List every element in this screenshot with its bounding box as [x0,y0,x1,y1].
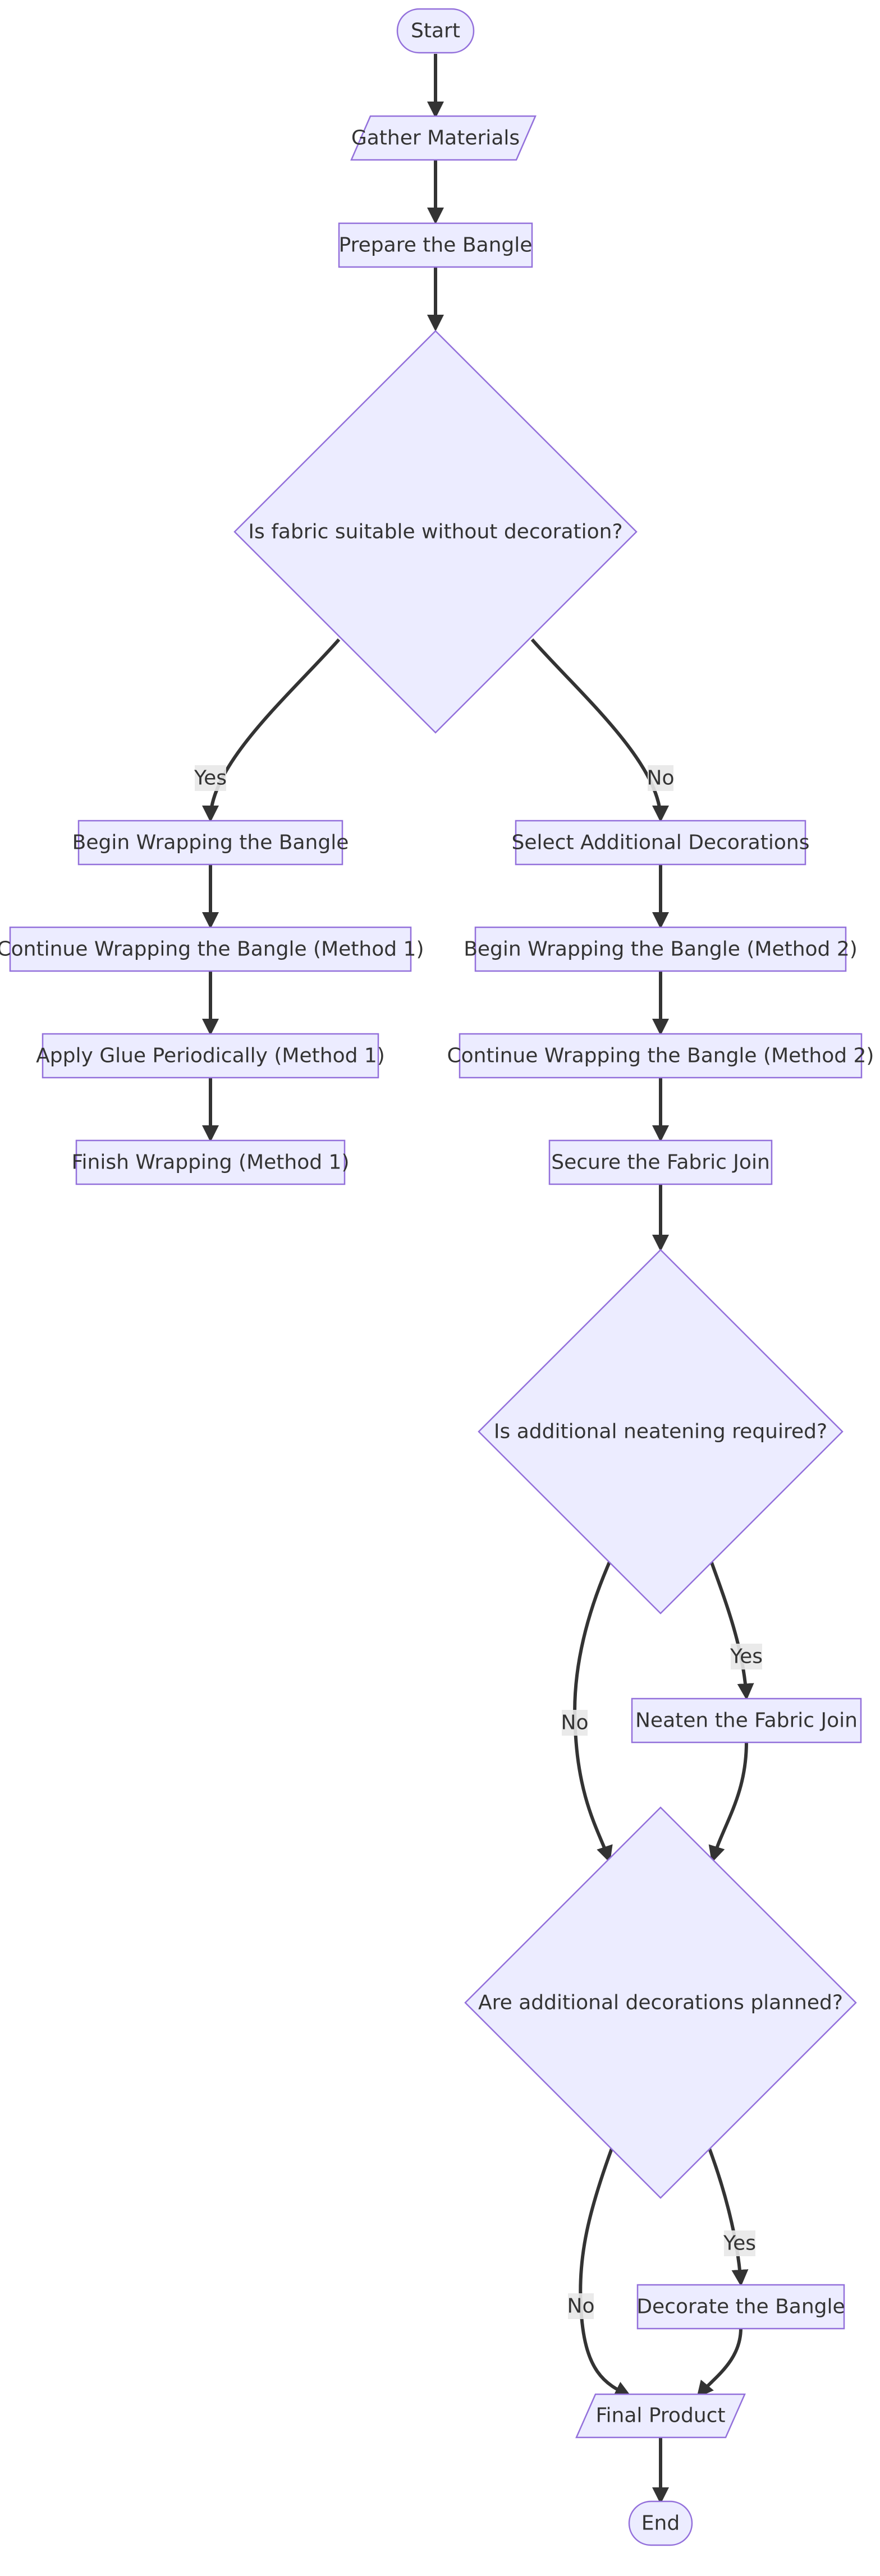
node-begin-wrapping-1: Begin Wrapping the Bangle [72,820,349,866]
nodes: Start Gather Materials Prepare the Bangl… [0,8,874,2546]
node-prepare-bangle: Prepare the Bangle [338,222,533,268]
node-start: Start [396,8,475,54]
edge-label-fabric-yes: Yes [194,767,227,790]
edge-label-fabric-no: No [647,767,675,790]
edge-label-neaten-no: No [561,1712,589,1735]
edge-neaten-no [573,1558,613,1863]
node-continue-wrapping-1-label: Continue Wrapping the Bangle (Method 1) [0,938,424,961]
node-neaten-join-label: Neaten the Fabric Join [635,1709,858,1732]
edge-labels: Yes No No Yes No Yes [194,765,763,2319]
node-end-label: End [641,2512,680,2535]
node-begin-wrapping-2: Begin Wrapping the Bangle (Method 2) [464,926,858,972]
node-finish-wrapping-1: Finish Wrapping (Method 1) [71,1139,350,1185]
node-neaten-join: Neaten the Fabric Join [631,1698,862,1744]
edge-neatenjoin-to-decision-decorations [708,1741,748,1863]
edge-fabric-no [530,638,669,822]
node-end: End [628,2500,693,2546]
edge-decorations-yes [708,2147,749,2287]
node-begin-wrapping-1-label: Begin Wrapping the Bangle [72,831,349,854]
decision-decorations-planned: Are additional decorations planned? [464,1806,857,2199]
node-gather-materials: Gather Materials [350,115,537,161]
node-select-decorations: Select Additional Decorations [512,820,810,866]
decision-fabric-suitable-label: Is fabric suitable without decoration? [248,521,622,544]
edge-decorate-to-final [696,2327,742,2398]
node-apply-glue: Apply Glue Periodically (Method 1) [36,1033,385,1079]
node-continue-wrapping-1: Continue Wrapping the Bangle (Method 1) [0,926,424,972]
edge-fabric-yes [202,638,341,822]
node-continue-wrapping-2: Continue Wrapping the Bangle (Method 2) [447,1033,874,1079]
edge-label-neaten-yes: Yes [730,1645,763,1668]
node-prepare-bangle-label: Prepare the Bangle [339,234,533,257]
node-apply-glue-label: Apply Glue Periodically (Method 1) [36,1045,385,1068]
node-continue-wrapping-2-label: Continue Wrapping the Bangle (Method 2) [447,1045,874,1068]
node-final-product: Final Product [575,2393,746,2439]
decision-fabric-suitable: Is fabric suitable without decoration? [233,330,638,734]
decision-decorations-planned-label: Are additional decorations planned? [478,1991,843,2014]
node-final-product-label: Final Product [595,2404,725,2427]
decision-neatening-required-label: Is additional neatening required? [494,1420,827,1443]
edge-neaten-yes [709,1558,754,1700]
node-gather-materials-label: Gather Materials [351,127,520,150]
edge-label-decorations-no: No [567,2295,595,2318]
edge-label-decorations-yes: Yes [723,2232,756,2255]
node-finish-wrapping-1-label: Finish Wrapping (Method 1) [71,1151,349,1174]
node-decorate-bangle-label: Decorate the Bangle [636,2296,845,2319]
node-select-decorations-label: Select Additional Decorations [512,831,810,854]
decision-neatening-required: Is additional neatening required? [478,1249,844,1614]
node-secure-join: Secure the Fabric Join [548,1139,773,1185]
node-decorate-bangle: Decorate the Bangle [636,2284,845,2330]
node-start-label: Start [411,20,460,43]
node-begin-wrapping-2-label: Begin Wrapping the Bangle (Method 2) [464,938,858,961]
node-secure-join-label: Secure the Fabric Join [551,1151,770,1174]
edge-decorations-no [579,2147,632,2397]
